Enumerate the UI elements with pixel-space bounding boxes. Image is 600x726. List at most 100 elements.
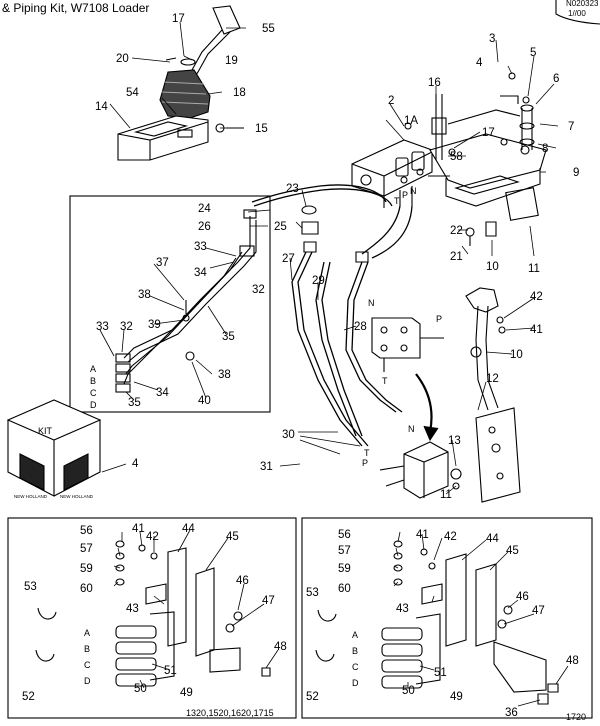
callout-26: 26 (198, 221, 211, 233)
callout-53-left: 53 (24, 581, 37, 593)
callout-38-lower: 38 (218, 369, 231, 381)
callout-32-upper: 32 (252, 284, 265, 296)
callout-47-left: 47 (262, 595, 275, 607)
callout-31: 31 (260, 461, 273, 473)
port-t-block: T (382, 376, 388, 386)
callout-37: 37 (156, 257, 169, 269)
callout-34-upper: 34 (194, 267, 207, 279)
callout-36: 36 (505, 707, 518, 719)
spool-c-left: C (84, 660, 91, 670)
callout-59-right: 59 (338, 563, 351, 575)
callout-46-left: 46 (236, 575, 249, 587)
port-labels: T P N N P T N T P (362, 186, 442, 468)
callout-42-main: 42 (530, 291, 543, 303)
diagram-title: & Piping Kit, W7108 Loader (2, 1, 150, 15)
fitting-23 (301, 205, 317, 215)
callout-22: 22 (450, 225, 463, 237)
callout-44-right: 44 (486, 533, 499, 545)
control-valve (351, 139, 433, 208)
callout-4-kit: 4 (132, 458, 139, 470)
callout-19: 19 (225, 55, 238, 67)
spool-b-left: B (84, 644, 90, 654)
joystick-lever (159, 5, 241, 126)
fitting-25 (301, 221, 319, 235)
hose-kit-detail-box (69, 195, 271, 413)
callout-53-right: 53 (306, 587, 319, 599)
callout-30: 30 (282, 429, 295, 441)
kit-logo-text-right: NEW HOLLAND (60, 494, 94, 499)
fitting-10-upper (485, 221, 497, 237)
callout-47-right: 47 (532, 605, 545, 617)
callout-52-left: 52 (22, 691, 35, 703)
pedal-valve (379, 441, 462, 499)
callout-45-left: 45 (226, 531, 239, 543)
callout-9: 9 (573, 167, 579, 179)
port-t-pedal: T (364, 448, 370, 458)
spool-c-right: C (352, 662, 359, 672)
callout-12: 12 (486, 373, 499, 385)
callout-42-right: 42 (444, 531, 457, 543)
callout-40: 40 (198, 395, 211, 407)
callout-4: 4 (476, 57, 483, 69)
port-n-pedal: N (408, 424, 415, 434)
callout-49-left: 49 (180, 687, 193, 699)
inset-left-box (7, 517, 297, 719)
callout-56-left: 56 (80, 525, 93, 537)
spool-c-detail: C (90, 388, 97, 398)
callout-57-left: 57 (80, 543, 93, 555)
callout-57-right: 57 (338, 545, 351, 557)
fitting-26 (303, 241, 317, 253)
callout-14: 14 (95, 101, 108, 113)
callout-35-lower: 35 (128, 397, 141, 409)
callout-5: 5 (530, 47, 536, 59)
callout-50-left: 50 (134, 683, 147, 695)
callout-10-lower: 10 (510, 349, 523, 361)
callout-55: 55 (262, 23, 275, 35)
kit-logo-text-left: NEW HOLLAND (14, 494, 48, 499)
inset-left-caption: 1320,1520,1620,1715 (186, 708, 274, 718)
callout-60-right: 60 (338, 583, 351, 595)
reference-code: N020323 (566, 0, 599, 8)
console-housing (117, 115, 244, 161)
callout-43-left: 43 (126, 603, 139, 615)
inset-left-spools (115, 611, 175, 687)
callout-60-left: 60 (80, 583, 93, 595)
callout-46-right: 46 (516, 591, 529, 603)
port-p-block: P (436, 314, 442, 324)
callout-27: 27 (282, 253, 295, 265)
page-number: 1720 (566, 712, 586, 722)
callout-11-upper: 11 (528, 263, 540, 275)
callout-15: 15 (255, 123, 268, 135)
direction-arrowhead (423, 425, 439, 442)
spool-b-right: B (352, 646, 358, 656)
callout-44-left: 44 (182, 523, 195, 535)
callout-41-main: 41 (530, 324, 543, 336)
callout-39: 39 (148, 319, 161, 331)
callout-29: 29 (312, 275, 325, 287)
inset-right-spools (381, 613, 441, 689)
spool-a-left: A (84, 628, 90, 638)
callout-59-left: 59 (80, 563, 93, 575)
direction-arrow (415, 373, 433, 433)
kit-box (6, 399, 102, 497)
callout-10-upper: 10 (486, 261, 499, 273)
callout-17-lower: 17 (482, 127, 495, 139)
callout-41-left: 41 (132, 523, 145, 535)
detail-hoses (115, 209, 257, 393)
callout-13: 13 (448, 435, 461, 447)
port-n-valve: N (410, 186, 417, 196)
callout-23: 23 (286, 183, 299, 195)
callout-51-left: 51 (164, 665, 177, 677)
callout-34-lower: 34 (156, 387, 169, 399)
callout-11-lower: 11 (440, 489, 452, 501)
callout-35-upper: 35 (222, 331, 235, 343)
inset-right-box (301, 517, 593, 719)
leader-lines (99, 21, 569, 707)
port-n-block: N (368, 298, 375, 308)
callout-42-left: 42 (146, 531, 159, 543)
callout-33-lower: 33 (96, 321, 109, 333)
callout-28: 28 (354, 321, 367, 333)
spool-d-right: D (352, 678, 359, 688)
